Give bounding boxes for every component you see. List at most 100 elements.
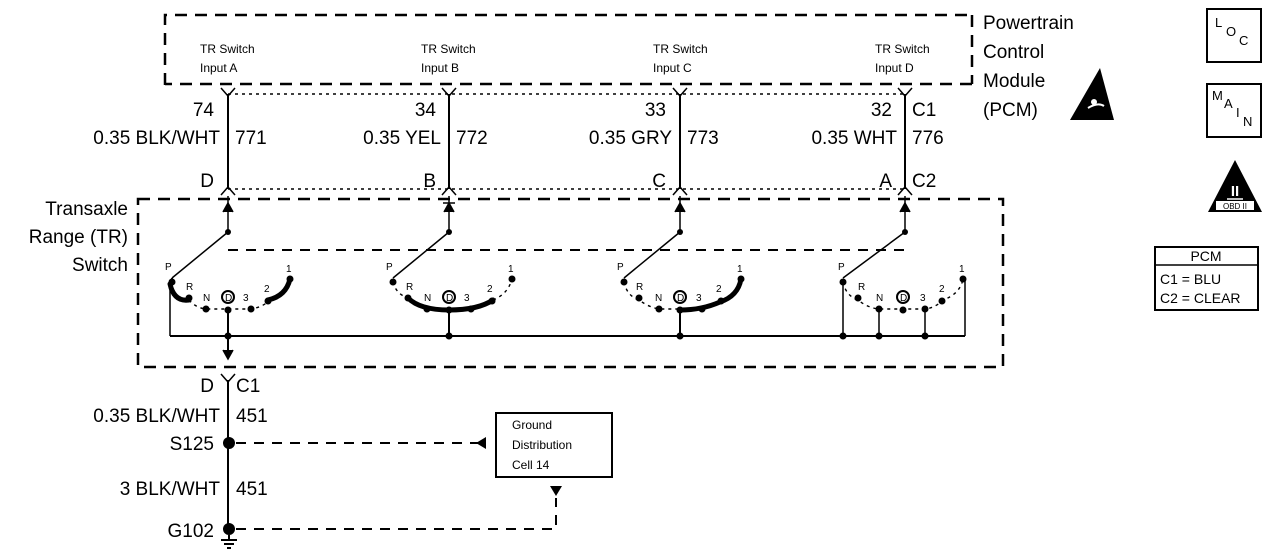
input-b-label-1: TR Switch: [421, 42, 476, 56]
pos-n-d: N: [876, 293, 883, 304]
pos-r-b: R: [406, 282, 413, 293]
tr-pin-d: D: [200, 171, 214, 192]
pos-r-a: R: [186, 282, 193, 293]
ground-distribution-box: [495, 412, 613, 478]
pos-n-a: N: [203, 293, 210, 304]
pin-34: 34: [415, 100, 437, 121]
gd-line-3: Cell 14: [512, 458, 550, 472]
pos-p-a: P: [165, 262, 172, 273]
tr-pin-c: C: [652, 171, 666, 192]
input-b-label-2: Input B: [421, 61, 459, 75]
pos-1-d: 1: [959, 264, 965, 275]
input-a-label-2: Input A: [200, 61, 237, 75]
pos-n-c: N: [655, 293, 662, 304]
splice-label: S125: [170, 434, 214, 455]
wire-776-circuit: 776: [912, 128, 944, 149]
loc-letter-2: O: [1226, 24, 1236, 39]
pcm-dashed-border: [163, 13, 972, 86]
main-letter-1: M: [1212, 88, 1223, 103]
ground-circuit: D C1 0.35 BLK/WHT 451 S125 3 BLK/WHT 451…: [93, 336, 613, 549]
pos-r-c: R: [636, 282, 643, 293]
pos-2-d: 2: [939, 284, 945, 295]
gd-line-2: Distribution: [512, 438, 572, 452]
wire-771-gauge: 0.35 BLK/WHT: [93, 128, 220, 149]
tr-switch-dashed-border: [136, 197, 1005, 369]
pos-r-d: R: [858, 282, 865, 293]
pos-1-a: 1: [286, 264, 292, 275]
loc-letter-1: L: [1215, 15, 1222, 30]
wire-773: [672, 87, 688, 196]
pos-d-a: D: [225, 293, 232, 304]
esd-warning-icon: [1070, 68, 1114, 120]
pos-d-c: D: [677, 293, 684, 304]
splice-s125: [223, 437, 235, 449]
tr-label-line-2: Range (TR): [29, 227, 128, 248]
obd-text: OBD II: [1223, 202, 1247, 211]
contact-set-b: [389, 196, 516, 340]
input-d-label-2: Input D: [875, 61, 914, 75]
pos-1-c: 1: [737, 264, 743, 275]
obd-ii-icon: II OBD II: [1208, 160, 1262, 212]
wire-772-circuit: 772: [456, 128, 488, 149]
pcm-title-line-4: (PCM): [983, 100, 1038, 121]
pcm-input-labels: TR Switch Input A TR Switch Input B TR S…: [200, 42, 930, 75]
gd-line-1: Ground: [512, 418, 552, 432]
wire-776: [897, 87, 913, 196]
contact-set-a: [167, 196, 294, 340]
pos-3-c: 3: [696, 293, 702, 304]
ground-symbol-icon: [221, 535, 237, 549]
wire-773-gauge: 0.35 GRY: [589, 128, 672, 149]
wire-776-gauge: 0.35 WHT: [811, 128, 897, 149]
loc-letter-3: C: [1239, 33, 1248, 48]
main-letter-2: A: [1224, 96, 1233, 111]
input-d-label-1: TR Switch: [875, 42, 930, 56]
ground-wire2-gauge: 3 BLK/WHT: [120, 479, 221, 500]
loc-icon: L O C: [1206, 8, 1262, 63]
pos-3-d: 3: [920, 293, 926, 304]
pos-3-a: 3: [243, 293, 249, 304]
input-c-label-2: Input C: [653, 61, 692, 75]
wire-773-circuit: 773: [687, 128, 719, 149]
wire-labels: 74 0.35 BLK/WHT 771 D 34 0.35 YEL 772 B …: [93, 100, 943, 192]
legend-row-c2: C2 = CLEAR: [1160, 290, 1241, 306]
pos-p-d: P: [838, 262, 845, 273]
ground-g102-label: G102: [168, 521, 214, 542]
pos-2-b: 2: [487, 284, 493, 295]
ground-pin-d: D: [200, 376, 214, 397]
ground-wire2-circuit: 451: [236, 479, 268, 500]
tr-label-line-3: Switch: [72, 255, 128, 276]
contact-set-d: [839, 196, 967, 340]
pos-p-c: P: [617, 262, 624, 273]
ground-wire1-gauge: 0.35 BLK/WHT: [93, 406, 220, 427]
tr-label-line-1: Transaxle: [45, 199, 128, 220]
tr-pin-a: A: [879, 171, 892, 192]
pcm-module: Powertrain Control Module (PCM): [163, 13, 1114, 121]
pos-3-b: 3: [464, 293, 470, 304]
pos-d-d: D: [900, 293, 907, 304]
pcm-connector-c1: C1: [912, 100, 936, 121]
input-wires: [220, 87, 913, 196]
pos-p-b: P: [386, 262, 393, 273]
pin-74: 74: [193, 100, 215, 121]
input-c-label-1: TR Switch: [653, 42, 708, 56]
position-labels: P R N D 3 2 1 P R N D 3 2 1 P R N D 3 2 …: [165, 262, 965, 304]
pos-d-b: D: [446, 293, 453, 304]
wire-772-gauge: 0.35 YEL: [363, 128, 441, 149]
main-letter-4: N: [1243, 114, 1252, 129]
pin-33: 33: [645, 100, 666, 121]
tr-connector-c2: C2: [912, 171, 936, 192]
pin-32: 32: [871, 100, 892, 121]
legend-row-c1: C1 = BLU: [1160, 271, 1221, 287]
ground-wire1-circuit: 451: [236, 406, 268, 427]
main-letter-3: I: [1236, 105, 1240, 120]
pcm-connector-legend: PCM C1 = BLU C2 = CLEAR: [1154, 246, 1259, 311]
pcm-title-line-1: Powertrain: [983, 13, 1074, 34]
wire-772: [441, 87, 457, 196]
pos-n-b: N: [424, 293, 431, 304]
pcm-title-line-3: Module: [983, 71, 1045, 92]
ground-connector-c1: C1: [236, 376, 260, 397]
wire-771: [220, 87, 236, 196]
main-icon: M A I N: [1206, 83, 1262, 138]
tr-pin-b: B: [423, 171, 436, 192]
